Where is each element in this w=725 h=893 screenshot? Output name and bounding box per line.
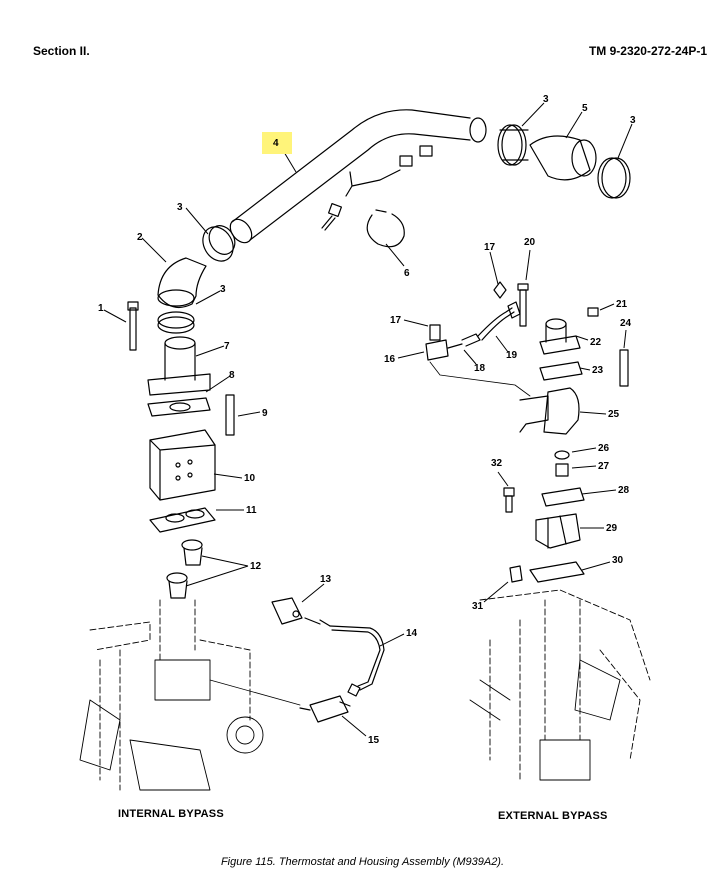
- callout-8: 8: [229, 370, 235, 381]
- callout-14: 14: [406, 628, 418, 639]
- callout-5: 5: [582, 103, 588, 114]
- callout-28: 28: [618, 485, 630, 496]
- callout-16: 16: [384, 354, 396, 365]
- callout-13: 13: [320, 574, 332, 585]
- callout-18: 18: [474, 363, 486, 374]
- callout-29: 29: [606, 523, 618, 534]
- callout-22: 22: [590, 337, 602, 348]
- callout-17: 17: [484, 242, 496, 253]
- callout-1: 1: [98, 303, 104, 314]
- callout-24: 24: [620, 318, 632, 329]
- callout-31: 31: [472, 601, 484, 612]
- callout-10: 10: [244, 473, 256, 484]
- callout-highlight: [262, 132, 292, 154]
- callout-3: 3: [220, 284, 226, 295]
- callout-23: 23: [592, 365, 604, 376]
- callout-27: 27: [598, 461, 610, 472]
- callout-32: 32: [491, 458, 503, 469]
- callout-12: 12: [250, 561, 262, 572]
- callout-19: 19: [506, 350, 518, 361]
- callout-21: 21: [616, 299, 628, 310]
- callout-9: 9: [262, 408, 268, 419]
- callout-4: 4: [273, 138, 279, 149]
- figure-caption: Figure 115. Thermostat and Housing Assem…: [220, 856, 505, 868]
- callout-25: 25: [608, 409, 620, 420]
- callout-2: 2: [137, 232, 143, 243]
- callout-3: 3: [177, 202, 183, 213]
- section-heading: Section II.: [33, 44, 90, 58]
- callout-30: 30: [612, 555, 624, 566]
- internal-bypass-label: INTERNAL BYPASS: [118, 808, 224, 820]
- callout-3: 3: [543, 94, 549, 105]
- manual-number: TM 9-2320-272-24P-1: [588, 44, 707, 58]
- callout-20: 20: [524, 237, 536, 248]
- callout-26: 26: [598, 443, 610, 454]
- callout-6: 6: [404, 268, 410, 279]
- upper-hose: [229, 109, 487, 244]
- callout-7: 7: [224, 341, 230, 352]
- callout-11: 11: [246, 505, 257, 516]
- callout-17: 17: [390, 315, 402, 326]
- callout-3: 3: [630, 115, 636, 126]
- callout-15: 15: [368, 735, 380, 746]
- external-bypass-label: EXTERNAL BYPASS: [498, 810, 608, 822]
